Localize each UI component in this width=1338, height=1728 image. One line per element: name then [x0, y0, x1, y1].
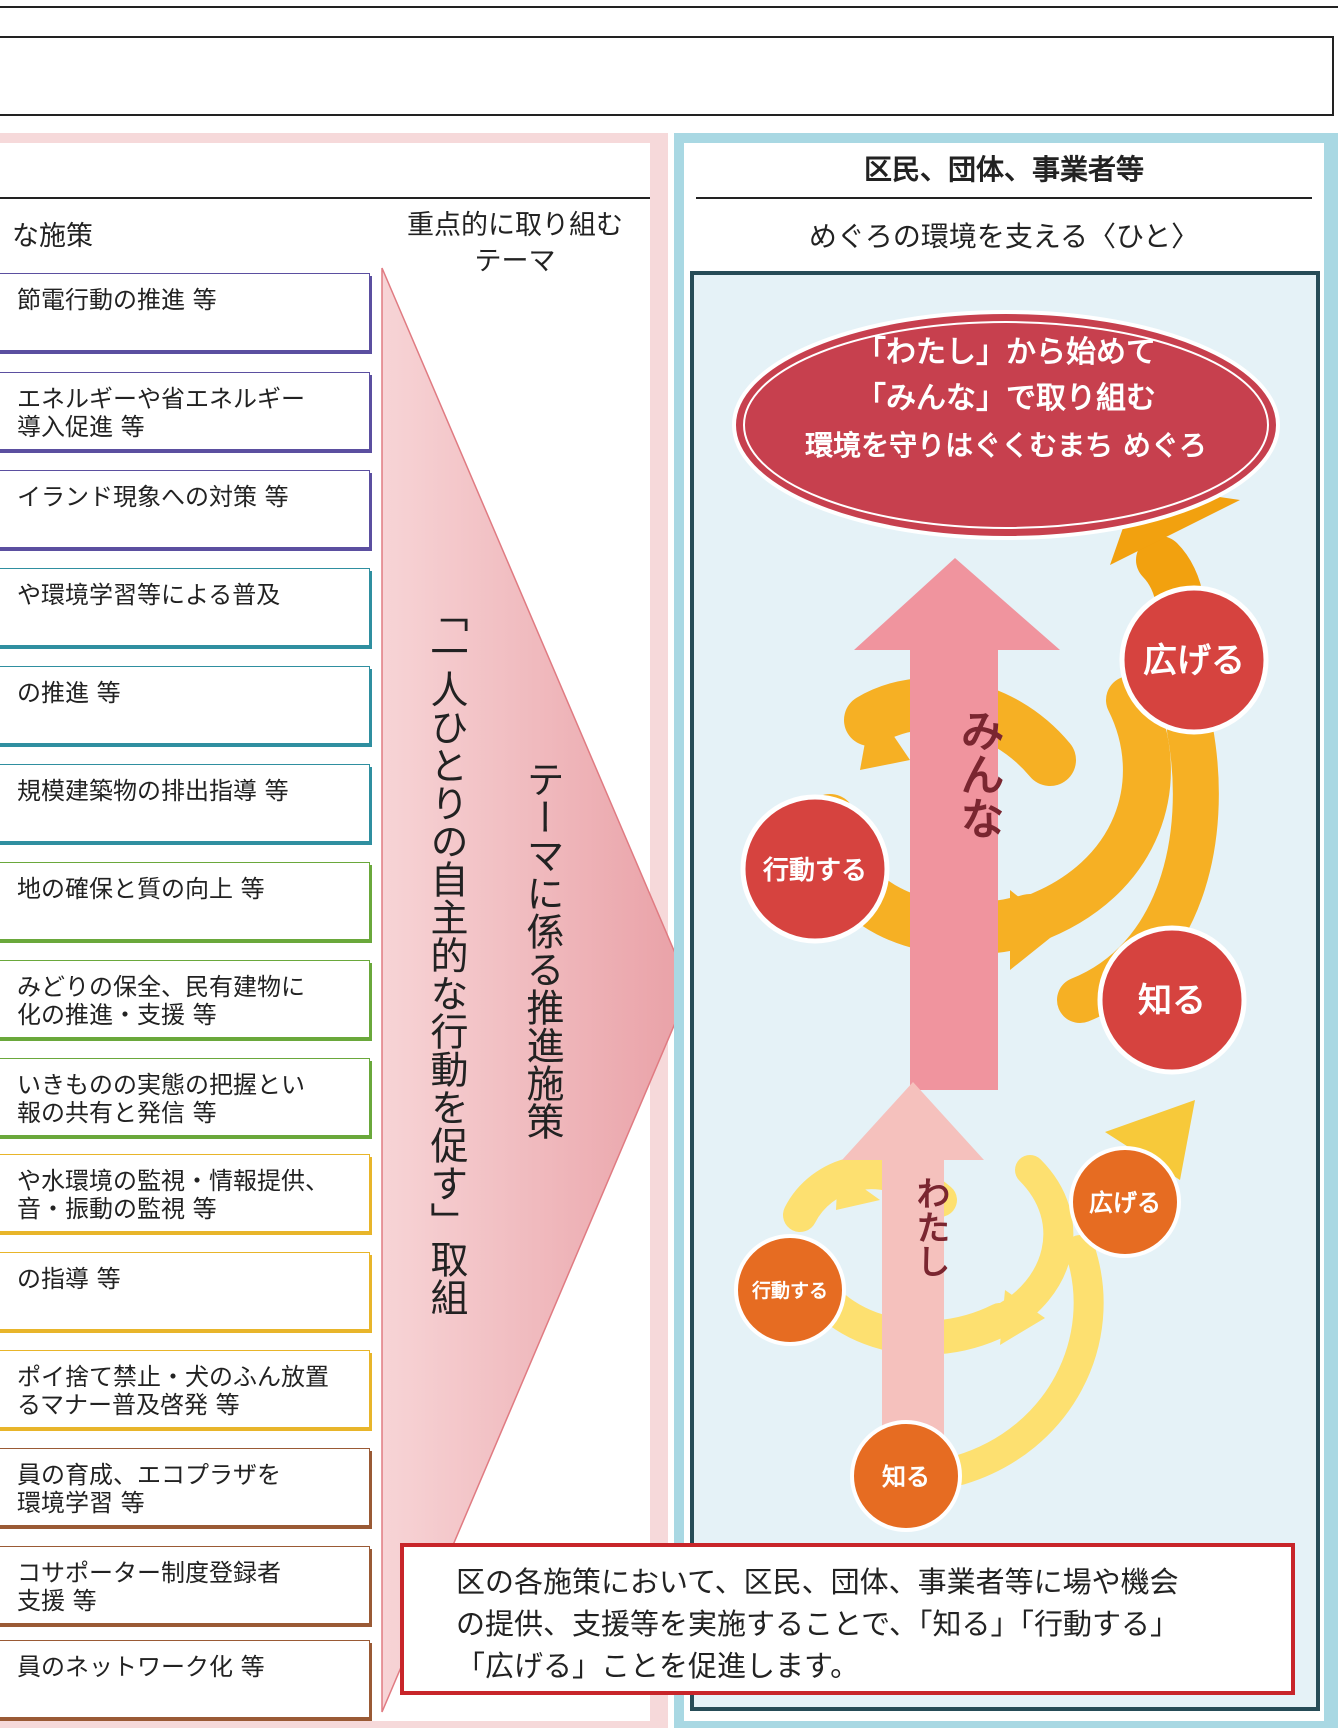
top-rule [0, 6, 1338, 8]
right-title: 区民、団体、事業者等 [863, 153, 1144, 186]
measure-box: ポイ捨て禁止・犬のふん放置 るマナー普及啓発 等 [0, 1350, 370, 1428]
measure-box: いきものの実態の把握とい 報の共有と発信 等 [0, 1058, 370, 1136]
right-subtitle: めぐろの環境を支える〈ひと〉 [808, 220, 1200, 253]
info-box: 区の各施策において、区民、団体、事業者等に場や機会 の提供、支援等を実施すること… [400, 1543, 1295, 1695]
measure-box: コサポーター制度登録者 支援 等 [0, 1546, 370, 1624]
measure-box: 規模建築物の排出指導 等 [0, 764, 370, 842]
minna-label: みんな [953, 708, 1004, 840]
node-big-act: 行動する [740, 794, 890, 944]
measure-box: イランド現象への対策 等 [0, 470, 370, 548]
node-small-spread-label: 広げる [1089, 1189, 1161, 1217]
minna-arrow [854, 558, 1060, 1090]
watashi-label: わたし [910, 1176, 950, 1278]
theme-header: 重点的に取り組む テーマ [407, 210, 623, 277]
measures-header: な施策 [12, 221, 93, 252]
vertical-outer-text: 「一人ひとりの自主的な行動を促す」取組 [424, 594, 468, 1316]
goal-line-3: 環境を守りはぐくむまち めぐろ [805, 429, 1207, 462]
node-small-spread: 広げる [1069, 1146, 1181, 1258]
theme-arrow-shape [381, 267, 691, 1713]
measure-box: や水環境の監視・情報提供、 音・振動の監視 等 [0, 1154, 370, 1232]
measure-box: 地の確保と質の向上 等 [0, 862, 370, 940]
goal-line-1: 「わたし」から始めて [856, 335, 1156, 370]
measure-box: 節電行動の推進 等 [0, 273, 370, 351]
node-big-know: 知る [1097, 925, 1247, 1075]
goal-ellipse [732, 310, 1280, 540]
right-header-rule [696, 197, 1312, 199]
measure-box: 員の育成、エコプラザを 環境学習 等 [0, 1448, 370, 1526]
big-loop-arrowhead-right [1010, 890, 1060, 970]
measure-box: や環境学習等による普及 [0, 568, 370, 646]
measure-box: みどりの保全、民有建物に 化の推進・支援 等 [0, 960, 370, 1038]
title-box [0, 36, 1334, 116]
measure-box: の指導 等 [0, 1252, 370, 1330]
left-header-rule [0, 197, 650, 199]
goal-line-2: 「みんな」で取り組む [856, 381, 1156, 416]
small-loop-arrowhead-left [836, 1170, 880, 1210]
measure-box: エネルギーや省エネルギー 導入促進 等 [0, 372, 370, 450]
measure-box: 員のネットワーク化 等 [0, 1640, 370, 1718]
node-small-know: 知る [850, 1420, 962, 1532]
small-spread-arrowhead [1105, 1100, 1195, 1180]
node-big-know-label: 知る [1138, 981, 1206, 1021]
node-small-act: 行動する [734, 1234, 846, 1346]
watashi-arrow [842, 1082, 984, 1456]
node-small-know-label: 知る [882, 1463, 930, 1491]
big-loop-arrowhead-left [860, 704, 910, 770]
vertical-inner-text: テーマに係る推進施策 [520, 760, 564, 1140]
node-big-act-label: 行動する [762, 855, 867, 886]
node-big-spread: 広げる [1119, 585, 1269, 735]
node-small-act-label: 行動する [751, 1279, 828, 1302]
node-big-spread-label: 広げる [1143, 641, 1245, 681]
small-loop-arrowhead-right [1000, 1290, 1045, 1345]
goal-ellipse-ring [743, 321, 1269, 529]
measure-box: の推進 等 [0, 666, 370, 744]
